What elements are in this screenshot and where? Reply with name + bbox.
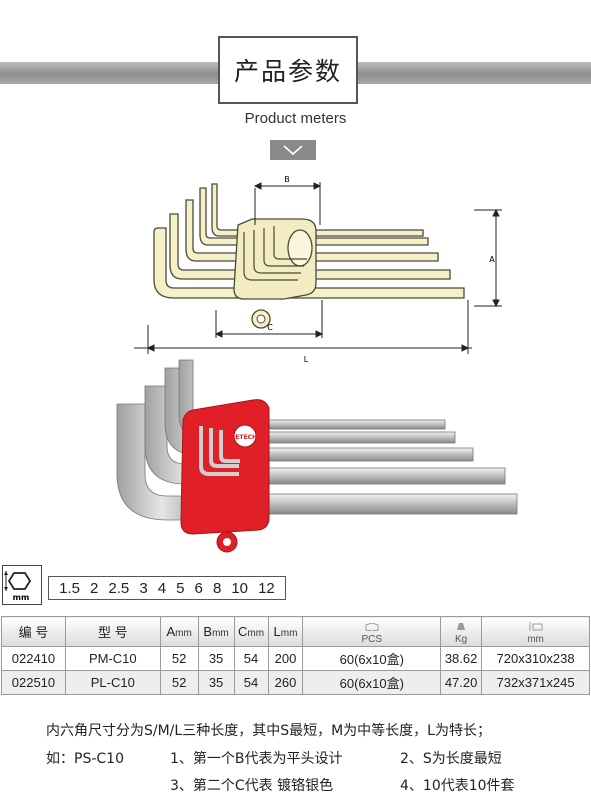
size-value: 8 (212, 579, 222, 597)
spec-table: 编 号 型 号 Amm Bmm Cmm Lmm PCS Kg mm 022410… (1, 616, 590, 695)
col-header-pcs: PCS (302, 616, 442, 647)
size-value: 5 (176, 579, 185, 597)
size-unit-label: mm (13, 593, 30, 602)
cell-kg: 38.62 (440, 646, 483, 671)
col-header-kg: Kg (440, 616, 483, 647)
col-pcs-label: PCS (361, 633, 383, 645)
col-l-unit: mm (280, 628, 298, 639)
col-b-unit: mm (212, 628, 229, 639)
cell-kg: 47.20 (440, 670, 483, 695)
col-l-letter: L (273, 624, 281, 639)
cell-b: 35 (197, 646, 235, 671)
col-c-letter: C (238, 624, 248, 639)
col-kg-label: Kg (454, 633, 468, 645)
hex-key-icon: mm (4, 571, 32, 602)
cell-code: 022510 (1, 670, 66, 695)
size-list: 1.5 2 2.5 3 4 5 6 8 10 12 (48, 576, 286, 600)
size-value: 12 (258, 579, 275, 597)
table-header-row: 编 号 型 号 Amm Bmm Cmm Lmm PCS Kg mm (1, 616, 590, 647)
col-header-code: 编 号 (1, 616, 66, 647)
col-header-dims: mm (481, 616, 590, 647)
expand-toggle-button[interactable] (270, 140, 316, 160)
size-value: 10 (231, 579, 249, 597)
note-line-1: 内六角尺寸分为S/M/L三种长度，其中S最短，M为中等长度，L为特长； (46, 723, 491, 739)
cell-model: PM-C10 (64, 646, 161, 671)
cell-dims: 732x371x245 (481, 670, 590, 695)
note-item-3: 3、第二个C代表 镀铬银色 (170, 778, 334, 794)
cell-a: 52 (159, 646, 199, 671)
cell-a: 52 (159, 670, 199, 695)
cell-pcs: 60(6x10盒) (302, 646, 442, 671)
size-value: 6 (194, 579, 203, 597)
size-value: 3 (139, 579, 148, 597)
col-b-letter: B (203, 624, 213, 639)
brand-logo: JETECH (232, 434, 257, 441)
table-row: 022410 PM-C10 52 35 54 200 60(6x10盒) 38.… (1, 646, 590, 671)
size-value: 2 (89, 579, 99, 597)
weight-icon (457, 622, 466, 630)
dimension-drawing: B A C L (134, 175, 502, 364)
col-a-letter: A (166, 624, 176, 639)
cell-c: 54 (233, 670, 269, 695)
page-subtitle: Product meters (244, 110, 347, 127)
cell-l: 260 (267, 670, 304, 695)
size-value: 2.5 (108, 579, 130, 597)
table-row: 022510 PL-C10 52 35 54 260 60(6x10盒) 47.… (1, 670, 590, 695)
chevron-down-icon (283, 145, 303, 156)
col-header-c: Cmm (233, 616, 269, 647)
note-example-prefix: 如：PS-C10 (46, 751, 124, 767)
page-title: 产品参数 (218, 36, 358, 104)
note-item-4: 4、10代表10件套 (400, 778, 515, 794)
col-header-a: Amm (159, 616, 199, 647)
product-photo: JETECH (116, 359, 518, 553)
col-header-b: Bmm (197, 616, 235, 647)
cell-code: 022410 (1, 646, 66, 671)
hex-size-icon: mm (2, 565, 42, 605)
size-value: 4 (157, 579, 167, 597)
box-icon (365, 622, 379, 631)
cell-b: 35 (197, 670, 235, 695)
cell-c: 54 (233, 646, 269, 671)
carton-dims-icon (529, 621, 542, 631)
cell-dims: 720x310x238 (481, 646, 590, 671)
cell-model: PL-C10 (64, 670, 161, 695)
col-a-unit: mm (175, 628, 192, 639)
col-dims-unit: mm (527, 633, 544, 645)
note-item-2: 2、S为长度最短 (400, 751, 502, 767)
cell-l: 200 (267, 646, 304, 671)
dim-b-label: B (284, 175, 290, 184)
col-header-model: 型 号 (64, 616, 161, 647)
col-c-unit: mm (247, 628, 265, 639)
col-header-l: Lmm (267, 616, 304, 647)
dim-l-label: L (304, 355, 309, 364)
dim-c-label: C (267, 323, 273, 332)
size-value: 1.5 (59, 579, 80, 597)
cell-pcs: 60(6x10盒) (302, 670, 442, 695)
dim-a-label: A (489, 255, 495, 264)
note-item-1: 1、第一个B代表为平头设计 (170, 751, 343, 767)
